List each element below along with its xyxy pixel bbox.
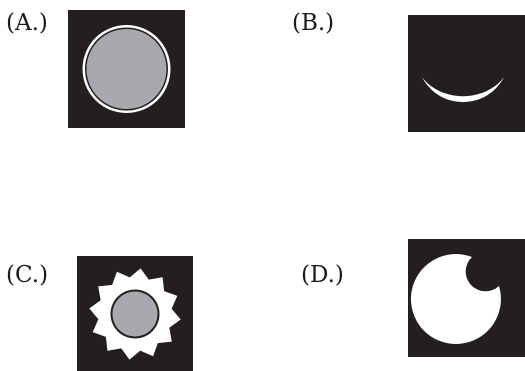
option-b-label: (B.) [292, 12, 334, 35]
option-a-figure[interactable] [68, 10, 185, 128]
option-c-label: (C.) [6, 264, 48, 287]
option-c-gray-disc [113, 292, 158, 337]
option-c-figure[interactable] [77, 256, 193, 371]
option-b-figure[interactable] [408, 15, 525, 132]
option-a-gray-disc [87, 29, 167, 109]
option-d-label: (D.) [301, 264, 344, 287]
option-b-background [408, 15, 525, 132]
option-d-figure[interactable] [408, 239, 525, 357]
option-a-label: (A.) [6, 12, 48, 35]
